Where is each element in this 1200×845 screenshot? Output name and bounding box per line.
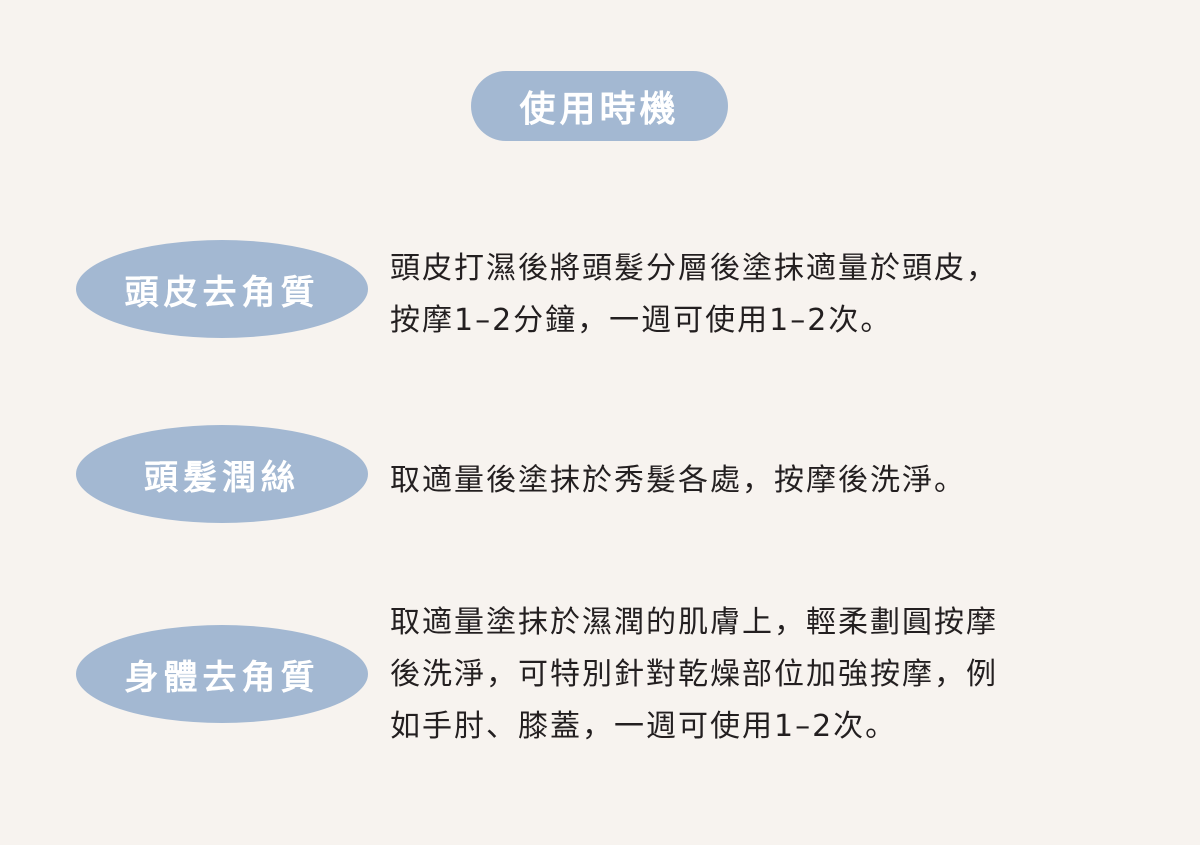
label-hair-conditioning: 頭髮潤絲 — [76, 425, 368, 523]
label-text: 頭髮潤絲 — [144, 457, 300, 498]
title-text: 使用時機 — [519, 89, 680, 130]
label-scalp-exfoliation: 頭皮去角質 — [76, 240, 368, 338]
label-text: 身體去角質 — [124, 657, 320, 698]
label-text: 頭皮去角質 — [124, 272, 320, 313]
page-title: 使用時機 — [471, 71, 728, 141]
description-hair-conditioning: 取適量後塗抹於秀髮各處，按摩後洗淨。 — [390, 463, 966, 498]
description-scalp-exfoliation: 頭皮打濕後將頭髮分層後塗抹適量於頭皮， 按摩1–2分鐘，一週可使用1–2次。 — [390, 251, 998, 338]
label-body-exfoliation: 身體去角質 — [76, 625, 368, 723]
description-body-exfoliation: 取適量塗抹於濕潤的肌膚上，輕柔劃圓按摩 後洗淨，可特別針對乾燥部位加強按摩，例 … — [390, 605, 998, 744]
